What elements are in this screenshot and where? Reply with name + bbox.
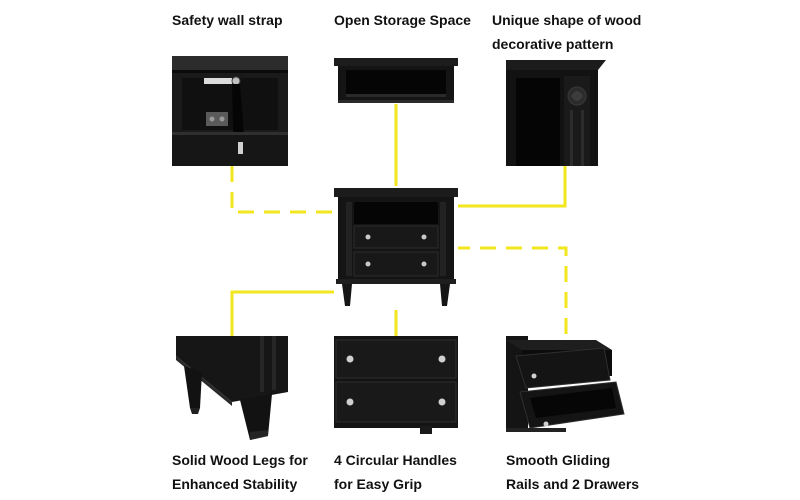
label-line: for Easy Grip xyxy=(334,476,422,492)
label-open-storage-space: Open Storage Space xyxy=(334,8,471,32)
connector-wood-pattern xyxy=(446,166,567,208)
label-line: Enhanced Stability xyxy=(172,476,298,492)
photo-open-storage-space xyxy=(334,56,458,104)
connector-solid-legs xyxy=(230,290,340,336)
photo-nightstand-main xyxy=(334,186,458,310)
photo-solid-wood-legs xyxy=(176,336,288,440)
label-wood-decorative-pattern: Unique shape of wood decorative pattern xyxy=(492,8,641,56)
connector-drawers xyxy=(428,246,568,336)
label-line: Unique shape of wood xyxy=(492,12,642,28)
label-line: Smooth Gliding xyxy=(506,452,611,468)
connector-safety-strap xyxy=(230,166,384,214)
photo-safety-wall-strap xyxy=(172,56,288,166)
label-line: decorative pattern xyxy=(492,36,614,52)
photo-wood-decorative-pattern xyxy=(506,60,606,166)
label-line: Rails and 2 Drawers xyxy=(506,476,640,492)
label-line: Open Storage Space xyxy=(334,12,471,28)
label-safety-wall-strap: Safety wall strap xyxy=(172,8,283,32)
label-line: Safety wall strap xyxy=(172,12,283,28)
label-line: Solid Wood Legs for xyxy=(172,452,308,468)
label-smooth-gliding-drawers: Smooth Gliding Rails and 2 Drawers xyxy=(506,448,639,496)
photo-gliding-drawers xyxy=(506,336,630,440)
label-solid-wood-legs: Solid Wood Legs for Enhanced Stability xyxy=(172,448,308,496)
photo-circular-handles xyxy=(334,336,458,436)
label-line: 4 Circular Handles xyxy=(334,452,457,468)
label-circular-handles: 4 Circular Handles for Easy Grip xyxy=(334,448,457,496)
